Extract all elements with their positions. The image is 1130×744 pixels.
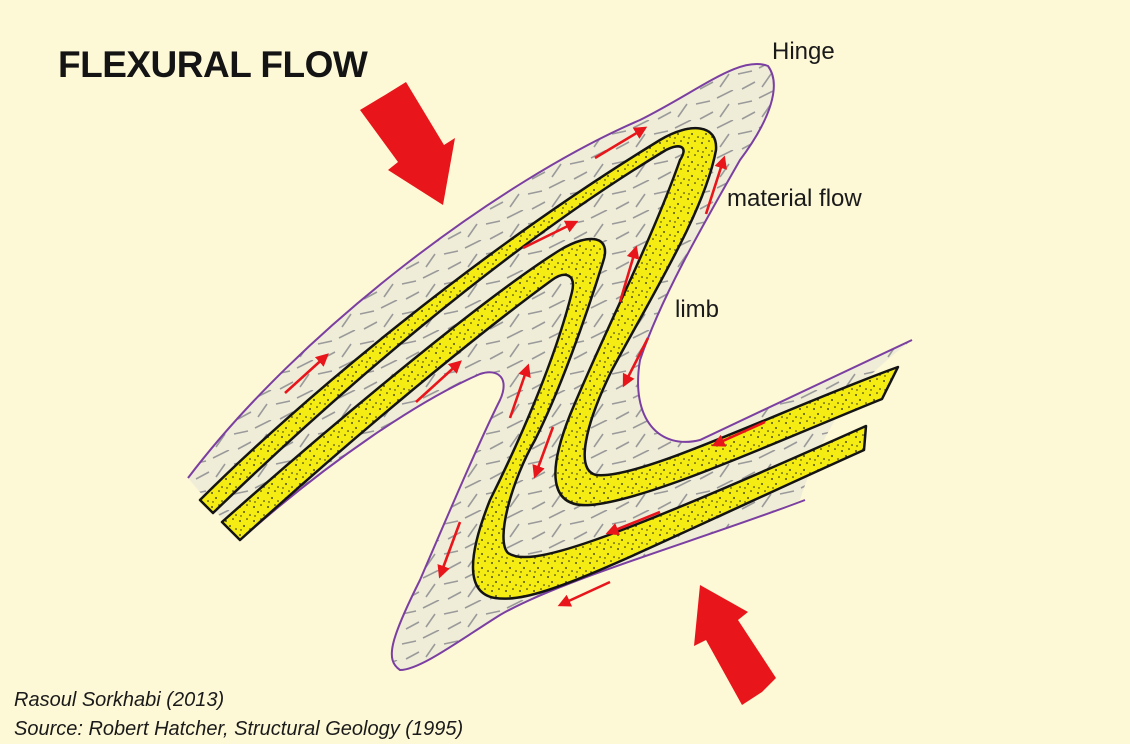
compression-arrow-bottom-icon — [694, 585, 776, 705]
flow-arrow-lower-left-down — [437, 521, 462, 579]
source-credit: Source: Robert Hatcher, Structural Geolo… — [14, 718, 464, 740]
flow-arrow-lower-center — [605, 510, 661, 536]
upper-boundary — [187, 63, 913, 479]
flow-arrow-upper-limb-top — [594, 126, 648, 160]
flow-arrow-limb-down — [622, 337, 650, 388]
compression-arrow-top-icon — [360, 82, 455, 205]
flow-arrow-inner-center — [508, 363, 531, 419]
flow-arrows — [284, 126, 766, 607]
flow-arrow-lower-right — [711, 420, 766, 447]
fold-boundaries — [187, 63, 913, 672]
material-flow-label: material flow — [727, 185, 862, 212]
flow-arrow-mid-right — [618, 245, 640, 303]
diagram-title: FLEXURAL FLOW — [58, 44, 368, 85]
flow-arrow-upper-limb-left — [284, 353, 329, 394]
compression-arrows — [360, 82, 776, 705]
flow-arrow-inner-down — [532, 426, 555, 479]
outer-yellow-layer — [198, 127, 900, 515]
lower-boundary — [239, 371, 806, 672]
limb-label: limb — [675, 296, 720, 323]
flow-arrow-inner-left — [415, 360, 462, 403]
flow-arrow-lower-bottom — [557, 580, 611, 607]
competent-layers — [198, 127, 900, 600]
flow-arrow-hinge-right — [704, 155, 728, 215]
inner-yellow-layer — [220, 237, 868, 600]
author-credit: Rasoul Sorkhabi (2013) — [14, 689, 225, 711]
credits: Rasoul Sorkhabi (2013) Source: Robert Ha… — [14, 686, 463, 744]
flow-arrow-mid-left — [522, 220, 579, 250]
hinge-label: Hinge — [772, 38, 835, 65]
